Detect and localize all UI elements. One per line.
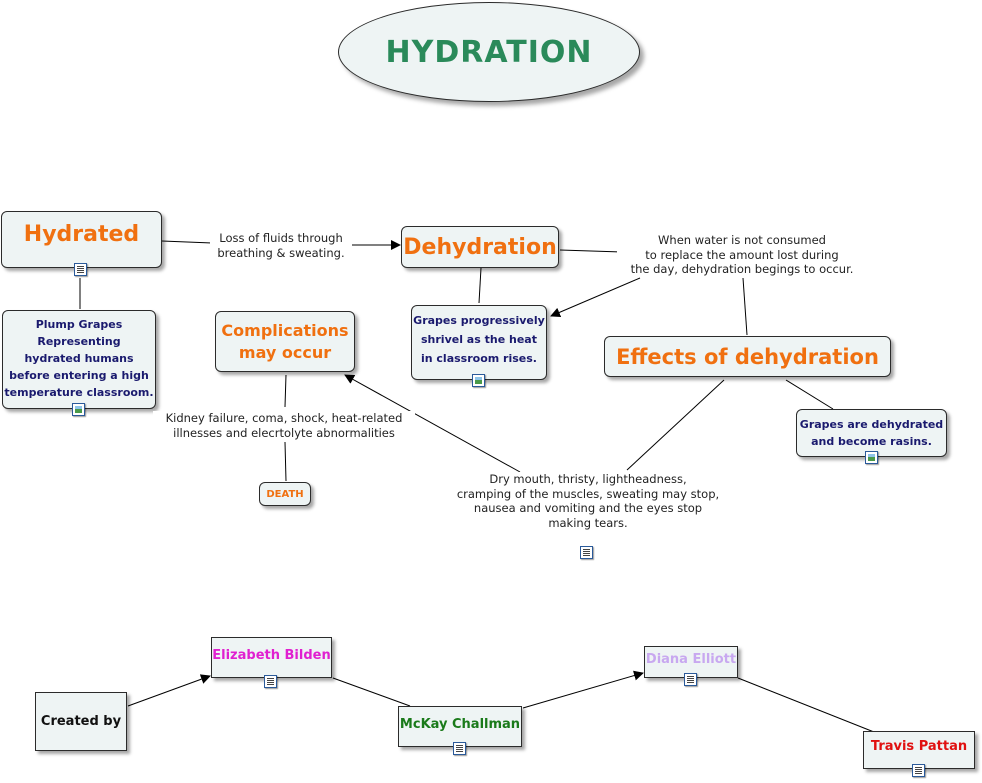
author-travis-label: Travis Pattan [870, 739, 968, 754]
title-oval[interactable]: HYDRATION [338, 2, 640, 102]
author-diana-label: Diana Elliott [645, 652, 737, 667]
hydrated-label: Hydrated [23, 222, 140, 247]
complications-label: Complications may occur [221, 320, 349, 362]
author-diana-node[interactable]: Diana Elliott [644, 646, 738, 678]
effects-label: Effects of dehydration [616, 344, 879, 369]
raisins-label: Grapes are dehydrated and become rasins. [799, 418, 944, 448]
document-icon[interactable] [74, 263, 87, 276]
plump-grapes-label: Plump Grapes Representing hydrated human… [4, 318, 154, 399]
grapes-shrivel-node[interactable]: Grapes progressively shrivel as the heat… [411, 305, 547, 380]
link-created-elizabeth [127, 674, 211, 707]
link-effects-raisins [785, 379, 834, 410]
death-label: DEATH [266, 488, 304, 500]
document-icon[interactable] [912, 764, 925, 777]
link-kidney-death [284, 441, 287, 482]
dehydration-label: Dehydration [403, 234, 557, 260]
author-mckay-node[interactable]: McKay Challman [398, 706, 522, 747]
kidney-label: Kidney failure, coma, shock, heat-relate… [153, 411, 415, 440]
image-icon[interactable] [72, 403, 85, 416]
plump-grapes-node[interactable]: Plump Grapes Representing hydrated human… [2, 310, 156, 409]
document-icon[interactable] [453, 742, 466, 755]
image-icon[interactable] [865, 451, 878, 464]
grapes-shrivel-label: Grapes progressively shrivel as the heat… [413, 314, 545, 365]
created-by-label: Created by [40, 714, 122, 729]
when-water-label: When water is not consumed to replace th… [617, 233, 867, 277]
symptoms-label: Dry mouth, thristy, lightheadness, cramp… [443, 472, 733, 530]
link-when-shrivel [550, 277, 641, 318]
author-travis-node[interactable]: Travis Pattan [863, 731, 975, 769]
link-dehydration-when [559, 249, 623, 253]
link-when-effects [742, 277, 748, 336]
image-icon[interactable] [472, 374, 485, 387]
link-complications-kidney [284, 374, 287, 408]
document-icon[interactable] [264, 675, 277, 688]
link-effects-symptoms [626, 379, 725, 471]
author-elizabeth-node[interactable]: Elizabeth Bilden [211, 637, 332, 678]
document-icon[interactable] [580, 546, 593, 559]
death-node[interactable]: DEATH [259, 482, 311, 506]
document-icon[interactable] [684, 673, 697, 686]
author-elizabeth-label: Elizabeth Bilden [212, 648, 331, 663]
link-diana-travis [737, 677, 875, 733]
link-symptoms-complications [344, 374, 521, 473]
loss-of-fluids-label: Loss of fluids through breathing & sweat… [210, 231, 352, 260]
complications-node[interactable]: Complications may occur [215, 311, 355, 372]
hydrated-node[interactable]: Hydrated [1, 211, 162, 268]
link-mckay-diana [522, 670, 644, 709]
link-elizabeth-mckay [332, 677, 411, 707]
author-mckay-label: McKay Challman [399, 717, 521, 732]
page-title: HYDRATION [385, 34, 593, 70]
created-by-node[interactable]: Created by [35, 692, 127, 751]
raisins-node[interactable]: Grapes are dehydrated and become rasins. [796, 409, 947, 457]
dehydration-node[interactable]: Dehydration [401, 226, 559, 268]
link-hydrated-loss [161, 240, 213, 244]
effects-node[interactable]: Effects of dehydration [604, 336, 891, 377]
link-dehydration-shrivel [478, 267, 482, 304]
